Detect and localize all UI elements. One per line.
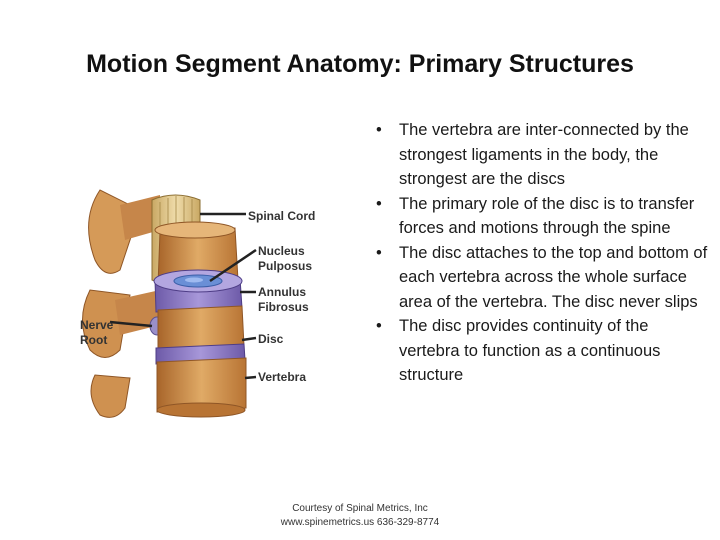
label-vertebra: Vertebra xyxy=(258,370,306,384)
label-annulus-2: Fibrosus xyxy=(258,300,309,314)
vertebral-processes xyxy=(82,189,160,418)
label-annulus-1: Annulus xyxy=(258,285,306,299)
bullet-dot: • xyxy=(376,317,382,335)
bullet-item: •The primary role of the disc is to tran… xyxy=(368,192,708,241)
bullet-dot: • xyxy=(376,243,382,262)
bullet-dot: • xyxy=(376,121,382,139)
spine-anatomy-figure: Spinal Cord Nucleus Pulposus Annulus Fib… xyxy=(60,150,360,440)
label-nucleus-1: Nucleus xyxy=(258,244,305,258)
label-nucleus-2: Pulposus xyxy=(258,259,312,273)
credit-contact: www.spinemetrics.us 636-329-8774 xyxy=(280,517,440,528)
bullet-list: •The vertebra are inter-connected by the… xyxy=(368,118,708,388)
label-spinal-cord: Spinal Cord xyxy=(248,209,315,223)
label-pointers xyxy=(109,212,257,380)
intervertebral-disc xyxy=(153,269,243,313)
bullet-item: •The vertebra are inter-connected by the… xyxy=(368,118,708,192)
slide-title: Motion Segment Anatomy: Primary Structur… xyxy=(86,50,634,78)
bullet-dot: • xyxy=(376,194,382,213)
bullet-item: •The disc attaches to the top and bottom… xyxy=(368,241,708,315)
label-disc: Disc xyxy=(258,332,284,346)
credit-footer: Courtesy of Spinal Metrics, Inc www.spin… xyxy=(0,502,720,530)
lower-vertebra xyxy=(156,357,247,418)
middle-vertebra xyxy=(157,305,245,351)
bullet-item: •The disc provides continuity of the ver… xyxy=(368,314,708,388)
label-nerve-2: Root xyxy=(80,333,107,347)
label-nerve-1: Nerve xyxy=(80,318,114,332)
credit-company: Courtesy of Spinal Metrics, Inc xyxy=(292,503,428,514)
